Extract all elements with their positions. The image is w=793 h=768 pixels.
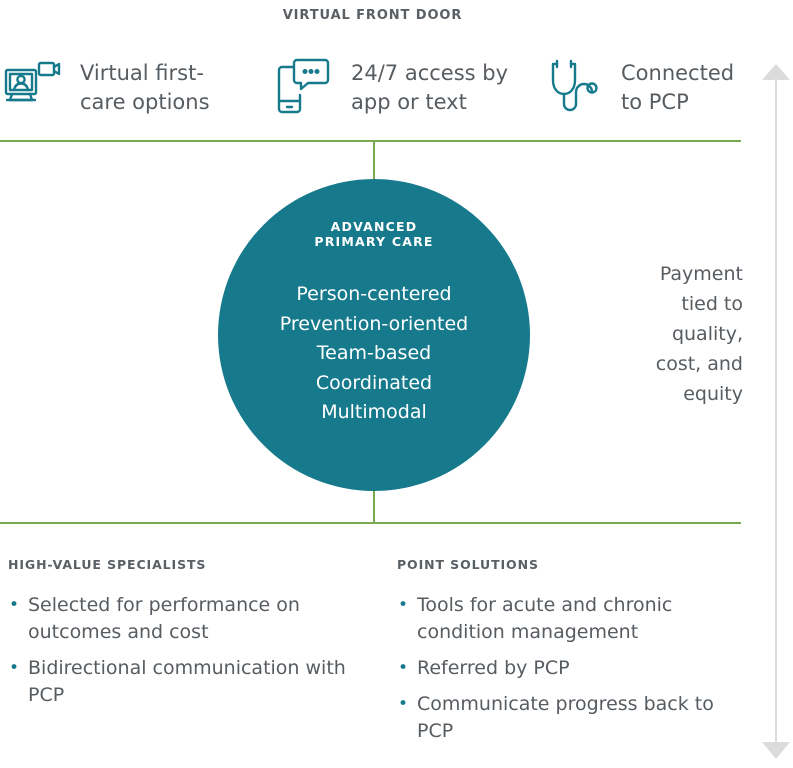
payment-line: equity (683, 383, 743, 405)
advanced-primary-care-circle: ADVANCED PRIMARY CARE Person-centered Pr… (218, 179, 530, 491)
list-item: Communicate progress back to PCP (397, 691, 737, 745)
video-call-icon (4, 59, 62, 111)
high-value-specialists-heading: HIGH-VALUE SPECIALISTS (8, 557, 207, 572)
virtual-front-door-heading: VIRTUAL FRONT DOOR (282, 8, 463, 23)
attribute-item: Person-centered (296, 283, 452, 305)
attribute-item: Coordinated (315, 371, 433, 394)
phone-chat-icon (275, 57, 333, 117)
point-solutions-heading: POINT SOLUTIONS (397, 557, 539, 572)
attribute-item: Multimodal (321, 401, 427, 423)
list-item: Bidirectional communication with PCP (8, 655, 358, 709)
list-item: Referred by PCP (397, 655, 737, 682)
bottom-connector-line (373, 489, 375, 524)
list-item: Selected for performance on outcomes and… (8, 592, 358, 646)
payment-line: cost, and (655, 353, 743, 375)
arrow-up-head (762, 64, 790, 80)
payment-line: quality, (671, 323, 743, 345)
advanced-primary-care-title: ADVANCED PRIMARY CARE (218, 219, 530, 249)
payment-note: Payment tied to quality, cost, and equit… (656, 259, 743, 409)
list-item: Tools for acute and chronic condition ma… (397, 592, 737, 646)
circle-title-line: ADVANCED (330, 219, 418, 234)
bottom-divider-line (0, 522, 741, 524)
circle-title-line: PRIMARY CARE (314, 234, 434, 249)
arrow-shaft (775, 80, 777, 742)
top-connector-line (373, 140, 375, 181)
primary-care-attributes: Person-centered Prevention-oriented Team… (218, 280, 530, 428)
feature-label-virtual-first-care: Virtual first-care options (80, 61, 210, 114)
feature-label-24-7-access: 24/7 access by app or text (351, 61, 509, 114)
payment-line: Payment (659, 263, 743, 285)
vertical-double-arrow (760, 62, 792, 768)
attribute-item: Team-based (316, 342, 432, 364)
high-value-specialists-list: Selected for performance on outcomes and… (8, 592, 358, 718)
top-divider-line (0, 140, 741, 142)
attribute-item: Prevention-oriented (279, 312, 469, 335)
payment-line: tied to (681, 293, 743, 315)
arrow-down-head (762, 742, 790, 759)
stethoscope-icon (547, 58, 601, 114)
point-solutions-list: Tools for acute and chronic condition ma… (397, 592, 737, 754)
feature-label-connected-to-pcp: Connected to PCP (621, 61, 735, 114)
